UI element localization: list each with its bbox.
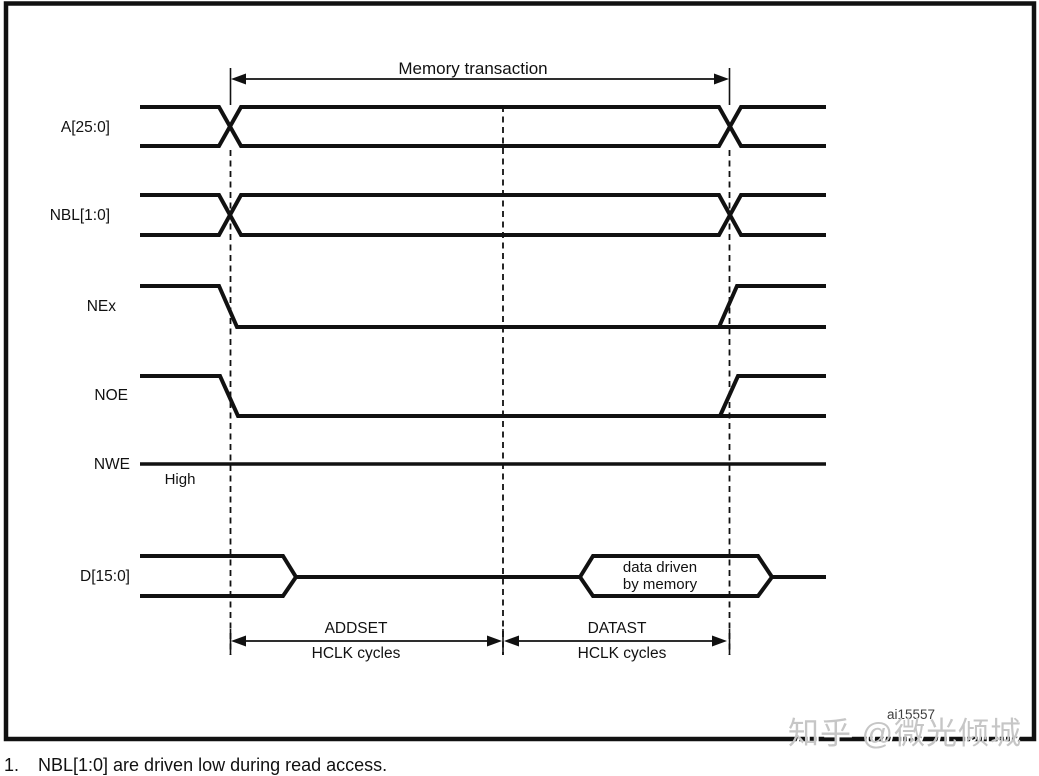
signal-d-data-bus-lower <box>578 575 774 598</box>
watermark: 知乎 @微光倾城 知乎 @微光倾城 <box>788 716 1025 754</box>
signal-a-label: A[25:0] <box>61 119 110 136</box>
datast-unit-label: HCLK cycles <box>578 645 667 662</box>
signal-d-data-bus-upper <box>578 554 774 579</box>
dimension-ticks <box>229 68 731 655</box>
signal-nwe: NWE High <box>94 456 826 488</box>
footnote: 1. NBL[1:0] are driven low during read a… <box>4 755 387 775</box>
signal-nbl-waveform-lower <box>140 193 826 237</box>
signal-nex-label: NEx <box>87 298 117 315</box>
datast-label: DATAST <box>588 620 647 637</box>
watermark-text: 知乎 @微光倾城 <box>788 716 1022 751</box>
arrowhead-right-icon <box>487 635 502 647</box>
arrowhead-left-icon <box>231 73 246 85</box>
footnote-number: 1. <box>4 755 19 775</box>
signal-d-label: D[15:0] <box>80 568 130 585</box>
signal-nex-waveform-rise <box>717 284 826 328</box>
memory-transaction-arrow: Memory transaction <box>231 59 729 85</box>
signal-a-waveform-lower <box>140 105 826 148</box>
signal-d-open-bus-lower <box>140 575 298 598</box>
arrowhead-right-icon <box>714 73 729 85</box>
signal-d-open-bus-upper <box>140 554 298 579</box>
data-driven-label-line1: data driven <box>623 559 697 576</box>
signal-noe-label: NOE <box>94 387 128 404</box>
signal-noe-waveform-low <box>140 374 826 418</box>
addset-label: ADDSET <box>325 620 388 637</box>
addset-arrow: ADDSET HCLK cycles <box>231 620 502 662</box>
arrowhead-left-icon <box>231 635 246 647</box>
signal-nbl-waveform-upper <box>140 193 826 237</box>
signal-nwe-label: NWE <box>94 456 130 473</box>
addset-unit-label: HCLK cycles <box>312 645 401 662</box>
nwe-high-note: High <box>165 471 196 488</box>
signal-noe-waveform-rise <box>718 374 826 417</box>
diagram-border <box>3 1 1037 742</box>
arrowhead-right-icon <box>712 635 727 647</box>
datast-arrow: DATAST HCLK cycles <box>504 620 727 662</box>
signal-nbl-label: NBL[1:0] <box>50 207 110 224</box>
signal-noe: NOE <box>94 374 826 418</box>
memory-transaction-label: Memory transaction <box>398 59 547 78</box>
arrowhead-left-icon <box>504 635 519 647</box>
signal-d15-0: D[15:0] data driven by memory <box>80 554 826 598</box>
signal-nbl1-0: NBL[1:0] <box>50 193 826 237</box>
signal-a25-0: A[25:0] <box>61 105 826 148</box>
watermark-shadow: 知乎 @微光倾城 <box>791 719 1025 754</box>
data-driven-label-line2: by memory <box>623 576 698 593</box>
signal-nex: NEx <box>87 284 826 329</box>
signal-nex-waveform-low <box>140 284 826 329</box>
signal-a-waveform-upper <box>140 105 826 148</box>
figure-id: ai15557 <box>887 707 935 722</box>
footnote-text: NBL[1:0] are driven low during read acce… <box>38 755 387 775</box>
